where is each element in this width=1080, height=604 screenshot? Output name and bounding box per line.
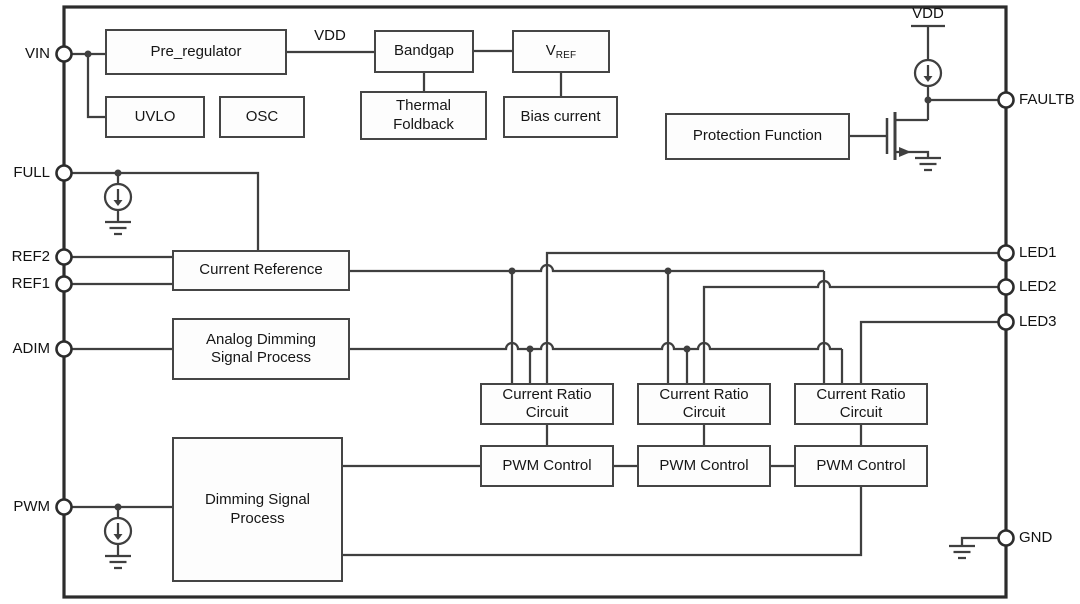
wiring — [71, 24, 999, 570]
ground-icon — [103, 220, 133, 236]
block-pwm-control-1: PWM Control — [480, 445, 614, 487]
wire-led3 — [859, 320, 999, 383]
junction-dots — [84, 50, 932, 511]
block-current-ratio-2: Current Ratio Circuit — [637, 383, 771, 425]
block-bandgap: Bandgap — [374, 30, 474, 73]
block-protection-function: Protection Function — [665, 113, 850, 160]
block-current-reference: Current Reference — [172, 250, 350, 291]
wire-led2 — [702, 279, 999, 383]
pin-label-led2: LED2 — [1019, 278, 1057, 295]
block-vref: VREF — [512, 30, 610, 73]
pin-circle-led3 — [997, 313, 1015, 331]
pin-circle-ref1 — [55, 275, 73, 293]
current-source-icon — [103, 516, 133, 546]
pin-label-full: FULL — [13, 164, 50, 181]
block-thermal-foldback: Thermal Foldback — [360, 91, 487, 140]
block-bias-current: Bias current — [503, 96, 618, 138]
pin-label-gnd: GND — [1019, 529, 1053, 546]
pin-label-led1: LED1 — [1019, 244, 1057, 261]
wire-uvlo — [86, 54, 105, 119]
block-pwm-control-3: PWM Control — [794, 445, 928, 487]
block-current-ratio-3: Current Ratio Circuit — [794, 383, 928, 425]
pin-circle-full — [55, 164, 73, 182]
ground-icon — [913, 156, 943, 172]
ground-icon — [947, 544, 977, 560]
block-pwm-control-2: PWM Control — [637, 445, 771, 487]
pin-circle-pwm — [55, 498, 73, 516]
pin-label-vin: VIN — [24, 45, 50, 62]
vref-label: VREF — [545, 42, 577, 62]
block-pre-regulator: Pre_regulator — [105, 29, 287, 75]
wire-dim-bottom-route — [343, 487, 863, 557]
pin-circle-adim — [55, 340, 73, 358]
wire-full — [71, 171, 260, 250]
pin-circle-ref2 — [55, 248, 73, 266]
pin-label-ref2: REF2 — [11, 248, 50, 265]
current-source-icon — [913, 58, 943, 88]
block-uvlo: UVLO — [105, 96, 205, 138]
pin-circle-led1 — [997, 244, 1015, 262]
block-analog-dimming: Analog Dimming Signal Process — [172, 318, 350, 380]
pin-label-pwm: PWM — [13, 498, 50, 515]
wire-analog-dim-bus — [350, 341, 842, 351]
current-source-icon — [103, 182, 133, 212]
pin-circle-faultb — [997, 91, 1015, 109]
pin-circles — [55, 45, 1015, 547]
pin-circle-gnd — [997, 529, 1015, 547]
block-osc: OSC — [219, 96, 305, 138]
pin-label-ref1: REF1 — [11, 275, 50, 292]
mosfet-icon — [850, 112, 930, 160]
wire-current-reference-bus — [350, 263, 824, 273]
wire-led1 — [545, 251, 999, 383]
pin-label-adim: ADIM — [12, 340, 51, 357]
pin-circle-led2 — [997, 278, 1015, 296]
vdd-net-label: VDD — [314, 27, 346, 44]
block-current-ratio-1: Current Ratio Circuit — [480, 383, 614, 425]
chip-boundary — [62, 5, 1008, 599]
pin-label-faultb: FAULTB — [1019, 91, 1075, 108]
vdd-rail-label: VDD — [912, 5, 944, 22]
ground-icon — [103, 554, 133, 570]
wire-gnd — [960, 536, 999, 546]
pin-label-led3: LED3 — [1019, 313, 1057, 330]
pin-circle-vin — [55, 45, 73, 63]
block-dimming-signal-process: Dimming Signal Process — [172, 437, 343, 582]
